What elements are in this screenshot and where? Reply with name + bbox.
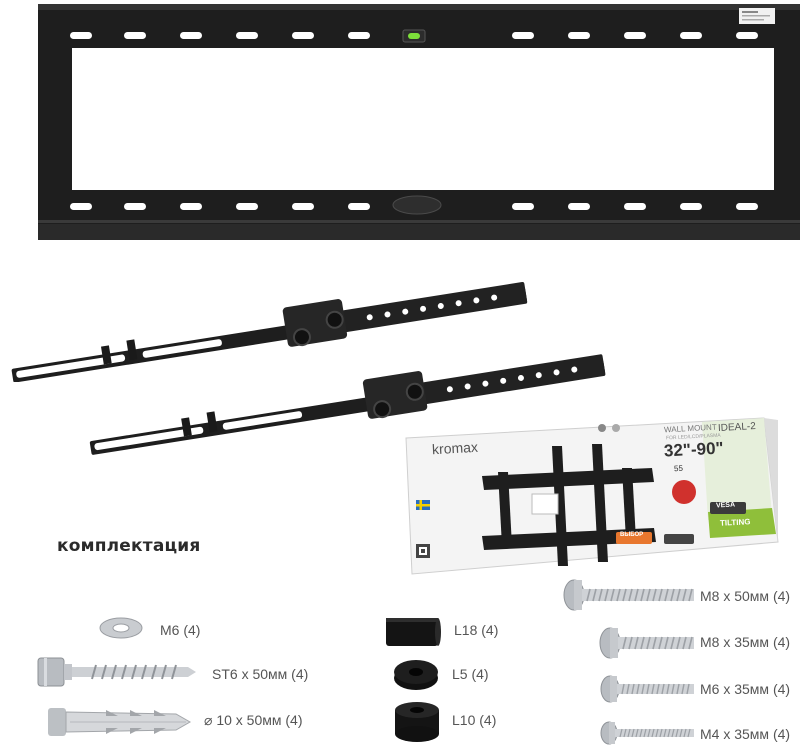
box-size-range: 32"-90" <box>663 438 725 461</box>
box-tilting: TILTING <box>719 517 751 528</box>
tilt-arm-upper <box>0 272 540 382</box>
bolt-m4-35-image <box>598 720 696 746</box>
lag-screw-image <box>36 654 196 690</box>
box-brand-logo: kromax <box>431 438 479 458</box>
bolt-m6-35-image <box>598 674 696 704</box>
spacer-l18-image <box>382 612 442 652</box>
box-weight: 55 <box>673 463 684 474</box>
wall-anchor-label: ⌀ 10 x 50мм (4) <box>204 712 303 728</box>
product-box: kromax WALL MOUNT FOR LED/LCD/PLASMA IDE… <box>402 416 780 576</box>
lag-screw-label: ST6 x 50мм (4) <box>212 666 309 682</box>
bolt-m6-35-label: M6 x 35мм (4) <box>700 681 791 697</box>
tilt-arm-lower <box>80 338 620 458</box>
bolt-m8-35-label: M8 x 35мм (4) <box>700 634 791 650</box>
spacer-l18-label: L18 (4) <box>454 622 499 638</box>
washer-image <box>98 616 144 640</box>
box-vesa: VESA <box>715 501 736 510</box>
wall-plate <box>34 0 806 245</box>
box-badge: ВЫБОР <box>620 532 644 538</box>
spacer-l10-label: L10 (4) <box>452 712 497 728</box>
spacer-l10-image <box>392 698 442 744</box>
box-model-name: IDEAL-2 <box>717 421 757 434</box>
wall-anchor-image <box>46 702 192 742</box>
washer-label: M6 (4) <box>160 622 201 638</box>
spacer-l5-label: L5 (4) <box>452 666 489 682</box>
spacer-l5-image <box>392 656 440 692</box>
bolt-m8-35-image <box>596 626 696 660</box>
bolt-m8-50-label: M8 x 50мм (4) <box>700 588 791 604</box>
kit-contents-heading: комплектация <box>57 536 201 556</box>
bolt-m4-35-label: M4 x 35мм (4) <box>700 726 791 742</box>
bolt-m8-50-image <box>560 578 696 612</box>
